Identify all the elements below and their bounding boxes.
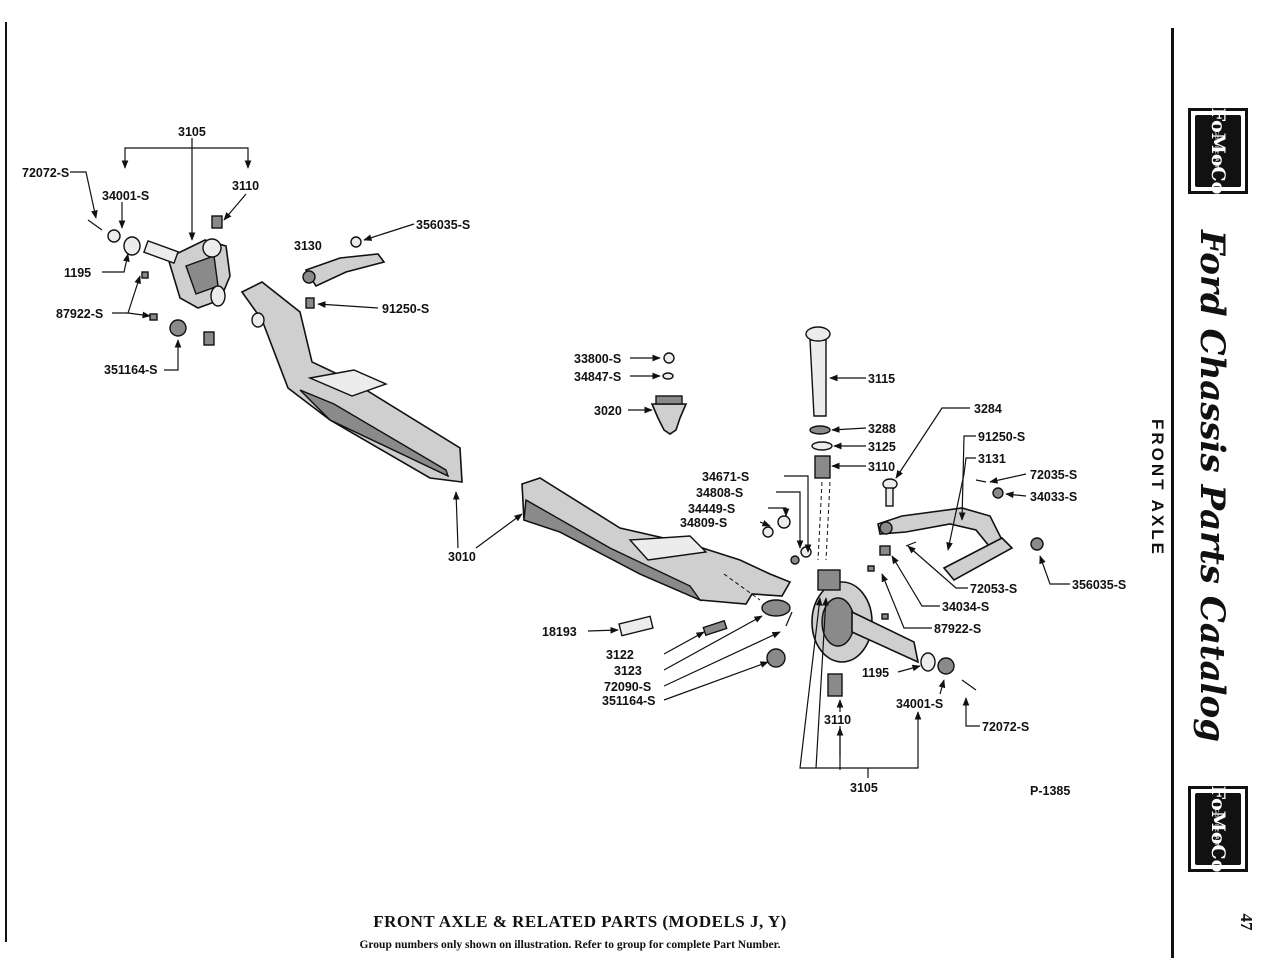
label-34671-s: 34671-S — [702, 470, 749, 484]
label-18193: 18193 — [542, 625, 577, 639]
axle-beam-right-section — [521, 477, 792, 605]
leader-lines — [70, 138, 1070, 778]
label-34449-s: 34449-S — [688, 502, 735, 516]
label-72072-s-left: 72072-S — [22, 166, 69, 180]
beam-end-hardware — [618, 515, 812, 668]
label-91250-s-right: 91250-S — [978, 430, 1025, 444]
label-356035-s-right: 356035-S — [1072, 578, 1126, 592]
label-72053-s: 72053-S — [970, 582, 1017, 596]
king-pin-stack — [805, 326, 833, 561]
fomoco-logo-bottom: GENUINE PARTS FoMoCo — [1188, 786, 1248, 872]
label-34808-s: 34808-S — [696, 486, 743, 500]
label-87922-s-left: 87922-S — [56, 307, 103, 321]
label-87922-s-right: 87922-S — [934, 622, 981, 636]
label-351164-s-left: 351164-S — [104, 363, 158, 377]
steering-arm-3130 — [302, 236, 386, 309]
part-number-labels: 3105 72072-S 34001-S 3110 1195 87922-S 3… — [22, 125, 1126, 798]
label-3110-bottom: 3110 — [824, 713, 851, 727]
label-3284: 3284 — [974, 402, 1002, 416]
label-3110-top: 3110 — [232, 179, 259, 193]
label-34847-s: 34847-S — [574, 370, 621, 384]
steering-arm-3131 — [877, 478, 1044, 582]
front-axle-exploded-diagram: 3105 72072-S 34001-S 3110 1195 87922-S 3… — [22, 125, 1126, 798]
catalog-title: Ford Chassis Parts Catalog — [1192, 230, 1232, 742]
label-34001-s-right: 34001-S — [896, 697, 943, 711]
label-3105-bottom: 3105 — [850, 781, 878, 795]
fomoco-logo-top: GENUINE PARTS FoMoCo — [1188, 108, 1248, 194]
figure-caption-note: Group numbers only shown on illustration… — [359, 939, 781, 951]
label-3010: 3010 — [448, 550, 476, 564]
label-34001-s-left: 34001-S — [102, 189, 149, 203]
label-351164-s-right: 351164-S — [602, 694, 656, 708]
section-title: FRONT AXLE — [1148, 419, 1167, 557]
left-spindle-assembly — [87, 215, 231, 346]
page-number: 47 — [1237, 913, 1256, 931]
label-72072-s-right: 72072-S — [982, 720, 1029, 734]
label-72090-s: 72090-S — [604, 680, 651, 694]
label-3020: 3020 — [594, 404, 622, 418]
axle-beam-left-section — [240, 281, 463, 483]
label-3122: 3122 — [606, 648, 634, 662]
label-34033-s: 34033-S — [1030, 490, 1077, 504]
label-91250-s-top: 91250-S — [382, 302, 429, 316]
label-3110-mid: 3110 — [868, 460, 895, 474]
label-33800-s: 33800-S — [574, 352, 621, 366]
label-3125: 3125 — [868, 440, 896, 454]
left-margin-rule — [5, 22, 7, 942]
label-3131: 3131 — [978, 452, 1006, 466]
label-3105-top: 3105 — [178, 125, 206, 139]
label-34809-s: 34809-S — [680, 516, 727, 530]
label-3130: 3130 — [294, 239, 322, 253]
right-spindle-assembly — [811, 565, 977, 697]
label-356035-s-top: 356035-S — [416, 218, 470, 232]
label-1195-left: 1195 — [64, 266, 91, 280]
label-72035-s: 72035-S — [1030, 468, 1077, 482]
label-1195-right: 1195 — [862, 666, 889, 680]
label-3123: 3123 — [614, 664, 642, 678]
figure-id: P-1385 — [1030, 784, 1070, 798]
label-3288: 3288 — [868, 422, 896, 436]
right-margin-rule — [1171, 28, 1174, 958]
figure-caption-title: FRONT AXLE & RELATED PARTS (MODELS J, Y) — [373, 912, 787, 931]
bumper-3020 — [650, 352, 688, 435]
label-34034-s: 34034-S — [942, 600, 989, 614]
label-3115: 3115 — [868, 372, 895, 386]
logo-text-top: FoMoCo — [1207, 107, 1229, 195]
logo-text-bottom: FoMoCo — [1207, 785, 1229, 873]
